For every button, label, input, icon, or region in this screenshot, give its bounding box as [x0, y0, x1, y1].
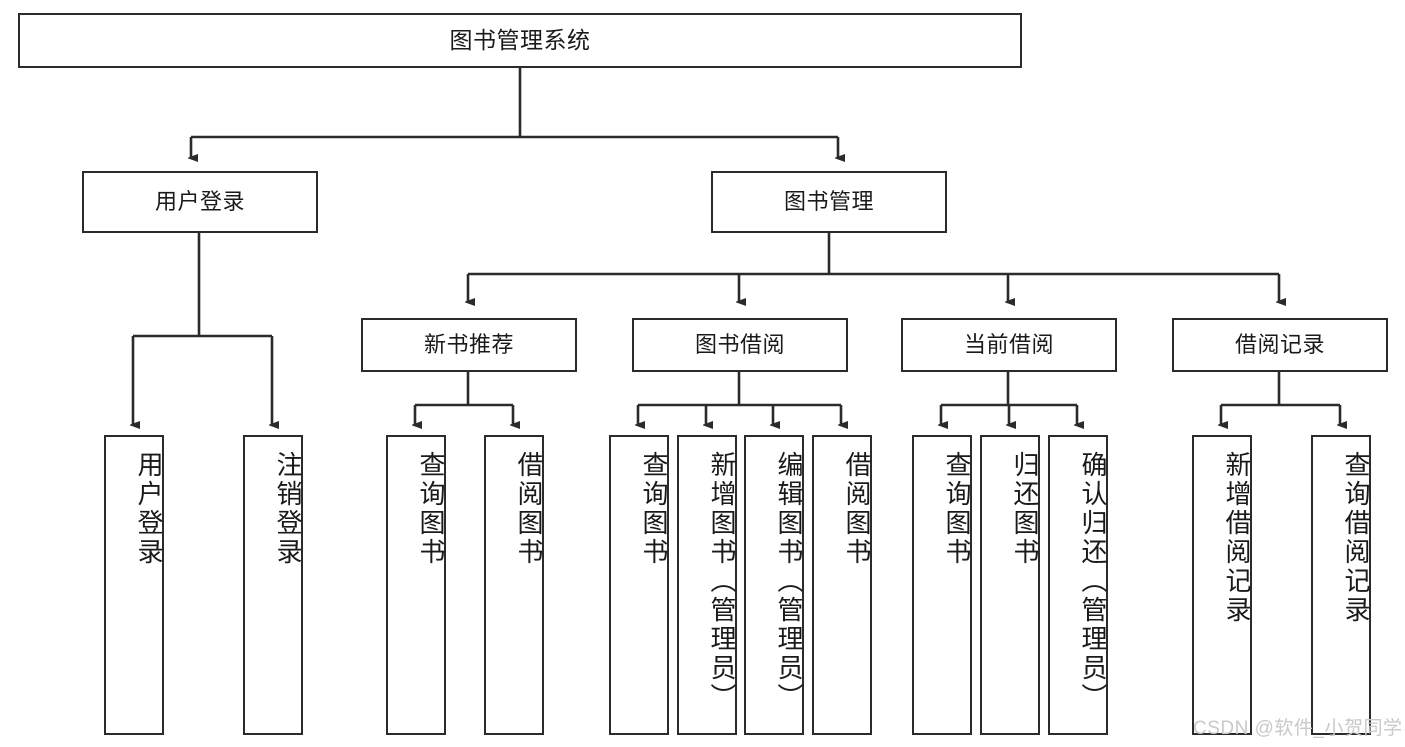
- node-label: 借阅记录: [1234, 332, 1325, 358]
- leaf-current-confirm-return-admin[interactable]: 确认归还（管理员）: [1048, 435, 1108, 735]
- node-label: 新增借阅记录: [1222, 451, 1252, 625]
- node-label: 借阅图书: [842, 451, 872, 567]
- node-label: 注销登录: [273, 451, 303, 567]
- node-label: 新增图书（管理员）: [707, 451, 737, 712]
- leaf-new-book-query[interactable]: 查询图书: [386, 435, 446, 735]
- node-label: 图书管理系统: [449, 26, 591, 53]
- leaf-user-login-signin[interactable]: 用户登录: [104, 435, 164, 735]
- node-book-management[interactable]: 图书管理: [711, 171, 947, 233]
- node-label: 查询图书: [416, 451, 446, 567]
- node-label: 图书管理: [783, 189, 874, 215]
- leaf-borrow-borrow-book[interactable]: 借阅图书: [812, 435, 872, 735]
- leaf-borrow-add-book-admin[interactable]: 新增图书（管理员）: [677, 435, 737, 735]
- node-root-system[interactable]: 图书管理系统: [18, 13, 1022, 68]
- leaf-borrow-edit-book-admin[interactable]: 编辑图书（管理员）: [744, 435, 804, 735]
- node-label: 当前借阅: [963, 332, 1054, 358]
- node-borrow-records[interactable]: 借阅记录: [1172, 318, 1388, 372]
- leaf-current-query-book[interactable]: 查询图书: [912, 435, 972, 735]
- node-label: 新书推荐: [423, 332, 514, 358]
- node-label: 编辑图书（管理员）: [774, 451, 804, 712]
- node-label: 用户登录: [154, 189, 245, 215]
- csdn-watermark: CSDN @软件_小贺同学: [1193, 718, 1403, 739]
- leaf-records-add-record[interactable]: 新增借阅记录: [1192, 435, 1252, 735]
- leaf-new-book-borrow[interactable]: 借阅图书: [484, 435, 544, 735]
- node-label: 查询图书: [942, 451, 972, 567]
- node-label: 查询图书: [639, 451, 669, 567]
- node-book-borrow[interactable]: 图书借阅: [632, 318, 848, 372]
- leaf-user-login-signout[interactable]: 注销登录: [243, 435, 303, 735]
- node-new-book-recommend[interactable]: 新书推荐: [361, 318, 577, 372]
- leaf-borrow-query-book[interactable]: 查询图书: [609, 435, 669, 735]
- node-label: 图书借阅: [694, 332, 785, 358]
- node-label: 归还图书: [1010, 451, 1040, 567]
- node-user-login[interactable]: 用户登录: [82, 171, 318, 233]
- node-label: 查询借阅记录: [1341, 451, 1371, 625]
- node-label: 用户登录: [134, 451, 164, 567]
- leaf-current-return-book[interactable]: 归还图书: [980, 435, 1040, 735]
- node-label: 借阅图书: [514, 451, 544, 567]
- leaf-records-query-record[interactable]: 查询借阅记录: [1311, 435, 1371, 735]
- node-current-borrow[interactable]: 当前借阅: [901, 318, 1117, 372]
- node-label: 确认归还（管理员）: [1078, 451, 1108, 712]
